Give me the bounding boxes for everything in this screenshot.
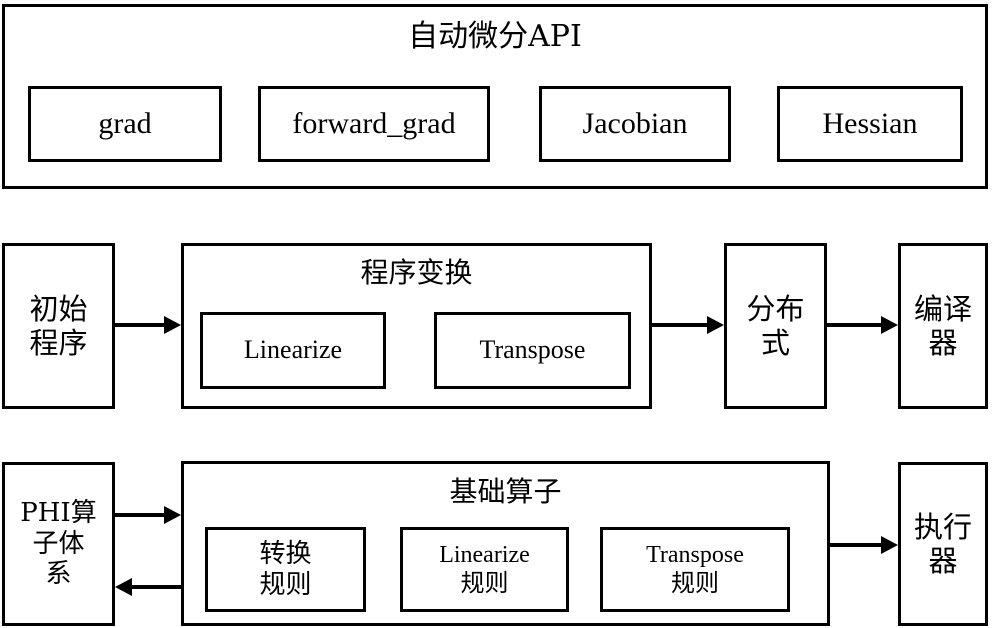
- program-transform-title: 程序变换: [360, 256, 473, 289]
- base-item-linearize-rule[interactable]: Linearize 规则: [400, 527, 569, 612]
- pipeline-distributed[interactable]: 分布 式: [724, 243, 827, 409]
- transform-item-transpose[interactable]: Transpose: [434, 312, 631, 389]
- transform-item-linearize[interactable]: Linearize: [200, 312, 386, 389]
- pipeline-compiler[interactable]: 编译 器: [898, 243, 988, 409]
- base-item-transform-rule[interactable]: 转换 规则: [205, 527, 366, 612]
- api-item-forward-grad[interactable]: forward_grad: [258, 86, 490, 162]
- base-item-transpose-rule[interactable]: Transpose 规则: [600, 527, 790, 612]
- operator-executor[interactable]: 执行 器: [898, 462, 988, 626]
- api-panel-title: 自动微分API: [408, 19, 582, 54]
- api-item-hessian[interactable]: Hessian: [777, 86, 963, 162]
- pipeline-source-program[interactable]: 初始 程序: [2, 243, 115, 409]
- api-item-grad[interactable]: grad: [28, 86, 222, 162]
- phi-operator-system[interactable]: PHI算 子体 系: [2, 462, 115, 626]
- api-item-jacobian[interactable]: Jacobian: [539, 86, 731, 162]
- base-operator-title: 基础算子: [449, 475, 562, 508]
